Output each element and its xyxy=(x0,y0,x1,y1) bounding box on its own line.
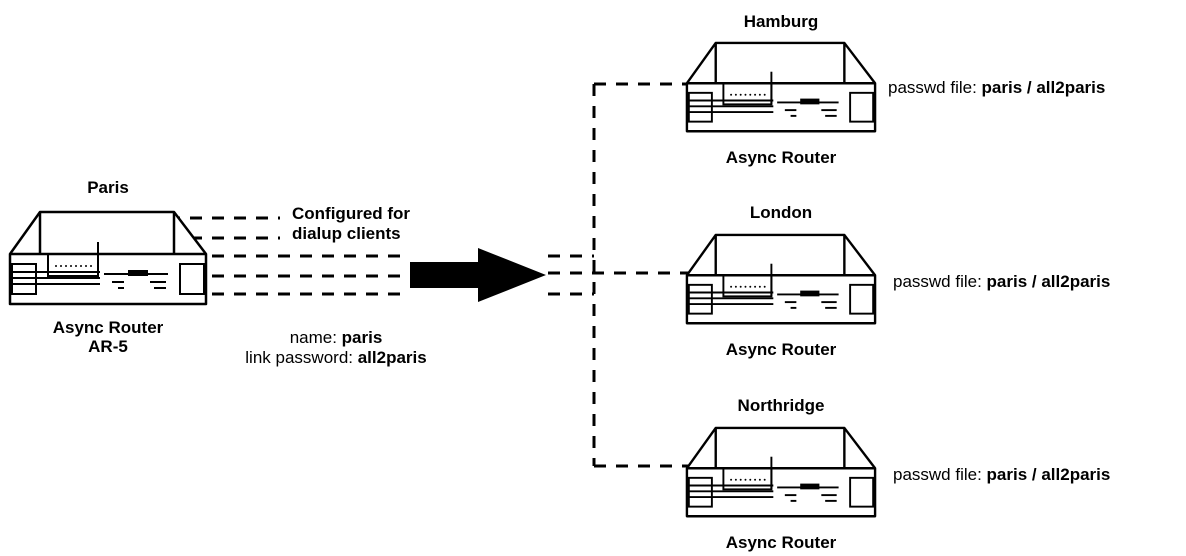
hamburg-passwd-label: passwd file: xyxy=(888,78,982,97)
paris-model-number: AR-5 xyxy=(88,337,128,356)
paris-model: Async Router xyxy=(52,318,164,337)
london-title: London xyxy=(749,203,813,222)
router-icon-paris xyxy=(8,210,208,306)
paris-name-label: name: xyxy=(289,328,342,347)
northridge-passwd-value: paris / all2paris xyxy=(986,465,1111,484)
paris-link-password-line: link password: all2paris xyxy=(196,348,476,368)
router-icon-northridge xyxy=(685,426,877,518)
router-icon-hamburg xyxy=(685,41,877,133)
router-icon-london xyxy=(685,233,877,325)
paris-link-password-label: link password: xyxy=(245,348,358,367)
hamburg-model: Async Router xyxy=(725,148,837,167)
hamburg-passwd-value: paris / all2paris xyxy=(981,78,1106,97)
paris-name-line: name: paris xyxy=(196,328,476,348)
hamburg-passwd-line: passwd file: paris / all2paris xyxy=(888,78,1105,98)
london-model: Async Router xyxy=(725,340,837,359)
arrow-icon xyxy=(410,248,546,302)
paris-name-value: paris xyxy=(341,328,383,347)
paris-link-password-value: all2paris xyxy=(357,348,427,367)
northridge-model: Async Router xyxy=(725,533,837,552)
london-passwd-line: passwd file: paris / all2paris xyxy=(893,272,1110,292)
northridge-passwd-line: passwd file: paris / all2paris xyxy=(893,465,1110,485)
callout-line-2: dialup clients xyxy=(292,224,401,243)
london-passwd-value: paris / all2paris xyxy=(986,272,1111,291)
callout-line-1: Configured for xyxy=(292,204,411,223)
london-passwd-label: passwd file: xyxy=(893,272,987,291)
northridge-passwd-label: passwd file: xyxy=(893,465,987,484)
paris-title: Paris xyxy=(87,178,129,197)
northridge-title: Northridge xyxy=(737,396,825,415)
hamburg-title: Hamburg xyxy=(743,12,819,31)
